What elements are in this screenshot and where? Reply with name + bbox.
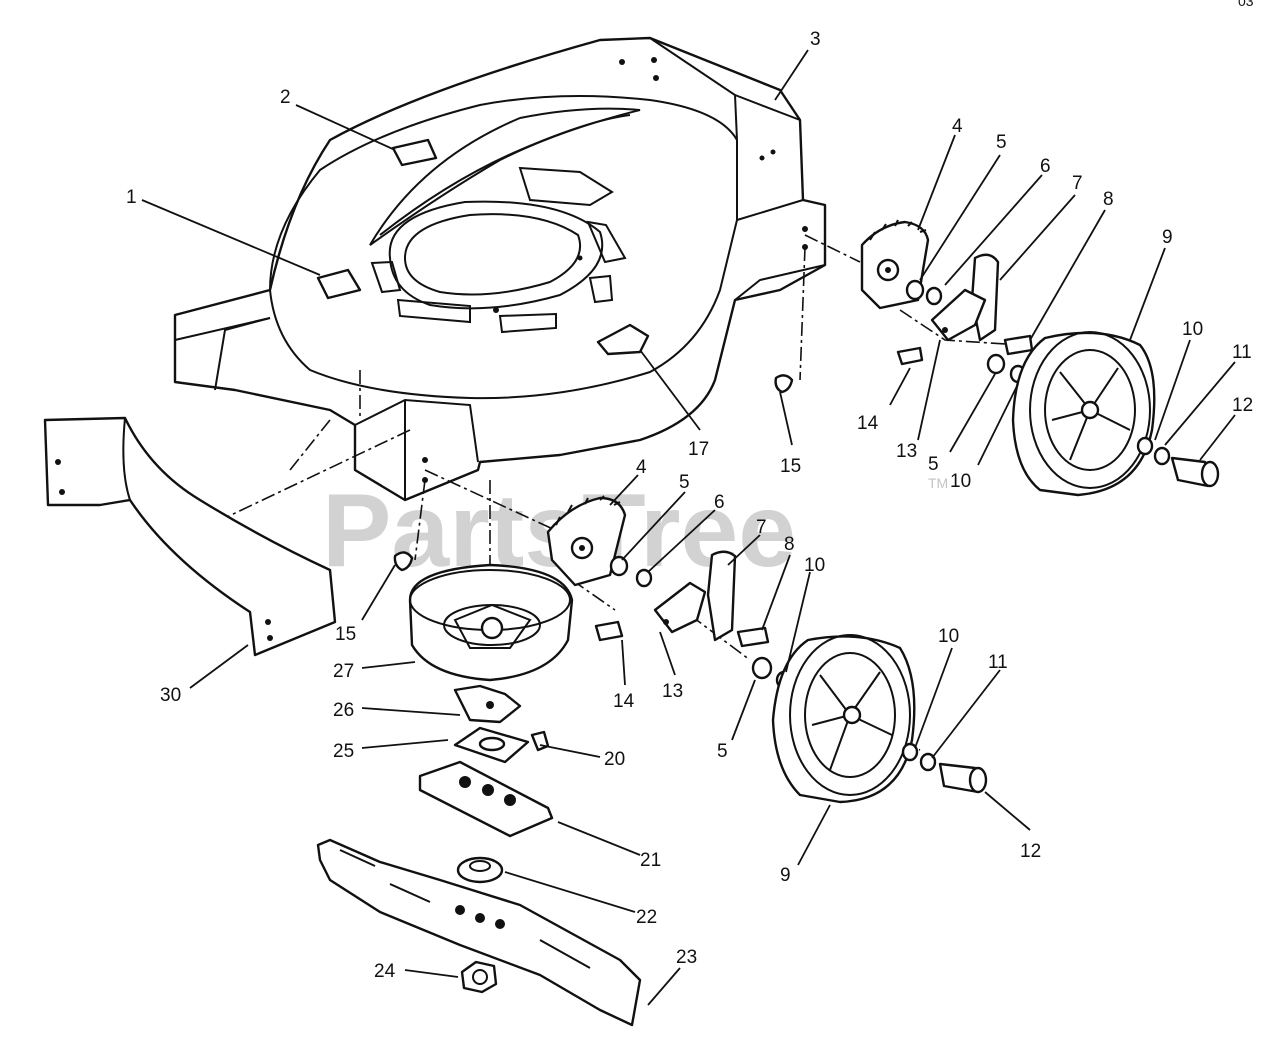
callout-3: 3: [810, 29, 821, 50]
callout-6: 6: [714, 492, 725, 513]
callout-8: 8: [784, 534, 795, 555]
callout-10: 10: [1182, 319, 1203, 340]
blade-drive-assembly: [316, 563, 642, 1027]
callout-9: 9: [1162, 227, 1173, 248]
callout-10: 10: [804, 555, 825, 576]
callout-24: 24: [374, 961, 396, 982]
callout-15: 15: [780, 456, 801, 477]
callout-26: 26: [333, 700, 354, 721]
callout-15: 15: [335, 624, 356, 645]
callout-4: 4: [636, 457, 647, 478]
callout-11: 11: [1232, 342, 1252, 363]
decal-1: [316, 268, 362, 300]
callout-10: 10: [938, 626, 959, 647]
callout-22: 22: [636, 907, 657, 928]
callout-21: 21: [640, 850, 661, 871]
callout-5: 5: [717, 741, 728, 762]
decal-2: [391, 138, 438, 167]
callout-14: 14: [857, 413, 879, 434]
callout-20: 20: [604, 749, 625, 770]
watermark-trademark: TM: [928, 475, 948, 491]
rear-wheel: [1011, 331, 1220, 497]
callout-5: 5: [928, 454, 939, 475]
callout-8: 8: [1103, 189, 1114, 210]
callout-10: 10: [950, 471, 971, 492]
callout-30: 30: [160, 685, 181, 706]
callout-1: 1: [126, 187, 137, 208]
callout-23: 23: [676, 947, 697, 968]
callout-2: 2: [280, 87, 291, 108]
callout-25: 25: [333, 741, 354, 762]
callout-5: 5: [679, 472, 690, 493]
callout-7: 7: [1072, 173, 1083, 194]
callout-9: 9: [780, 865, 791, 886]
deck-housing: [173, 36, 827, 502]
callout-13: 13: [662, 681, 683, 702]
callout-11: 11: [988, 652, 1008, 673]
callout-13: 13: [896, 441, 917, 462]
callout-12: 12: [1020, 841, 1041, 862]
front-wheel: [771, 634, 988, 804]
rear-height-adjuster: [774, 219, 1034, 394]
callout-7: 7: [756, 517, 767, 538]
rear-baffle: [43, 416, 337, 657]
callout-5: 5: [996, 132, 1007, 153]
callout-12: 12: [1232, 395, 1253, 416]
decal-17: [596, 323, 650, 356]
callout-4: 4: [952, 116, 963, 137]
callout-17: 17: [688, 439, 709, 460]
callout-14: 14: [613, 691, 635, 712]
callout-leaders: [141, 49, 1236, 1006]
callout-27: 27: [333, 661, 354, 682]
callout-labels: 2 1 3 4 5 6 7 8 9 10 11 12 14 13 5 10 15…: [126, 29, 1253, 982]
callout-6: 6: [1040, 156, 1051, 177]
diagram-reference-code: 03: [1238, 0, 1254, 9]
